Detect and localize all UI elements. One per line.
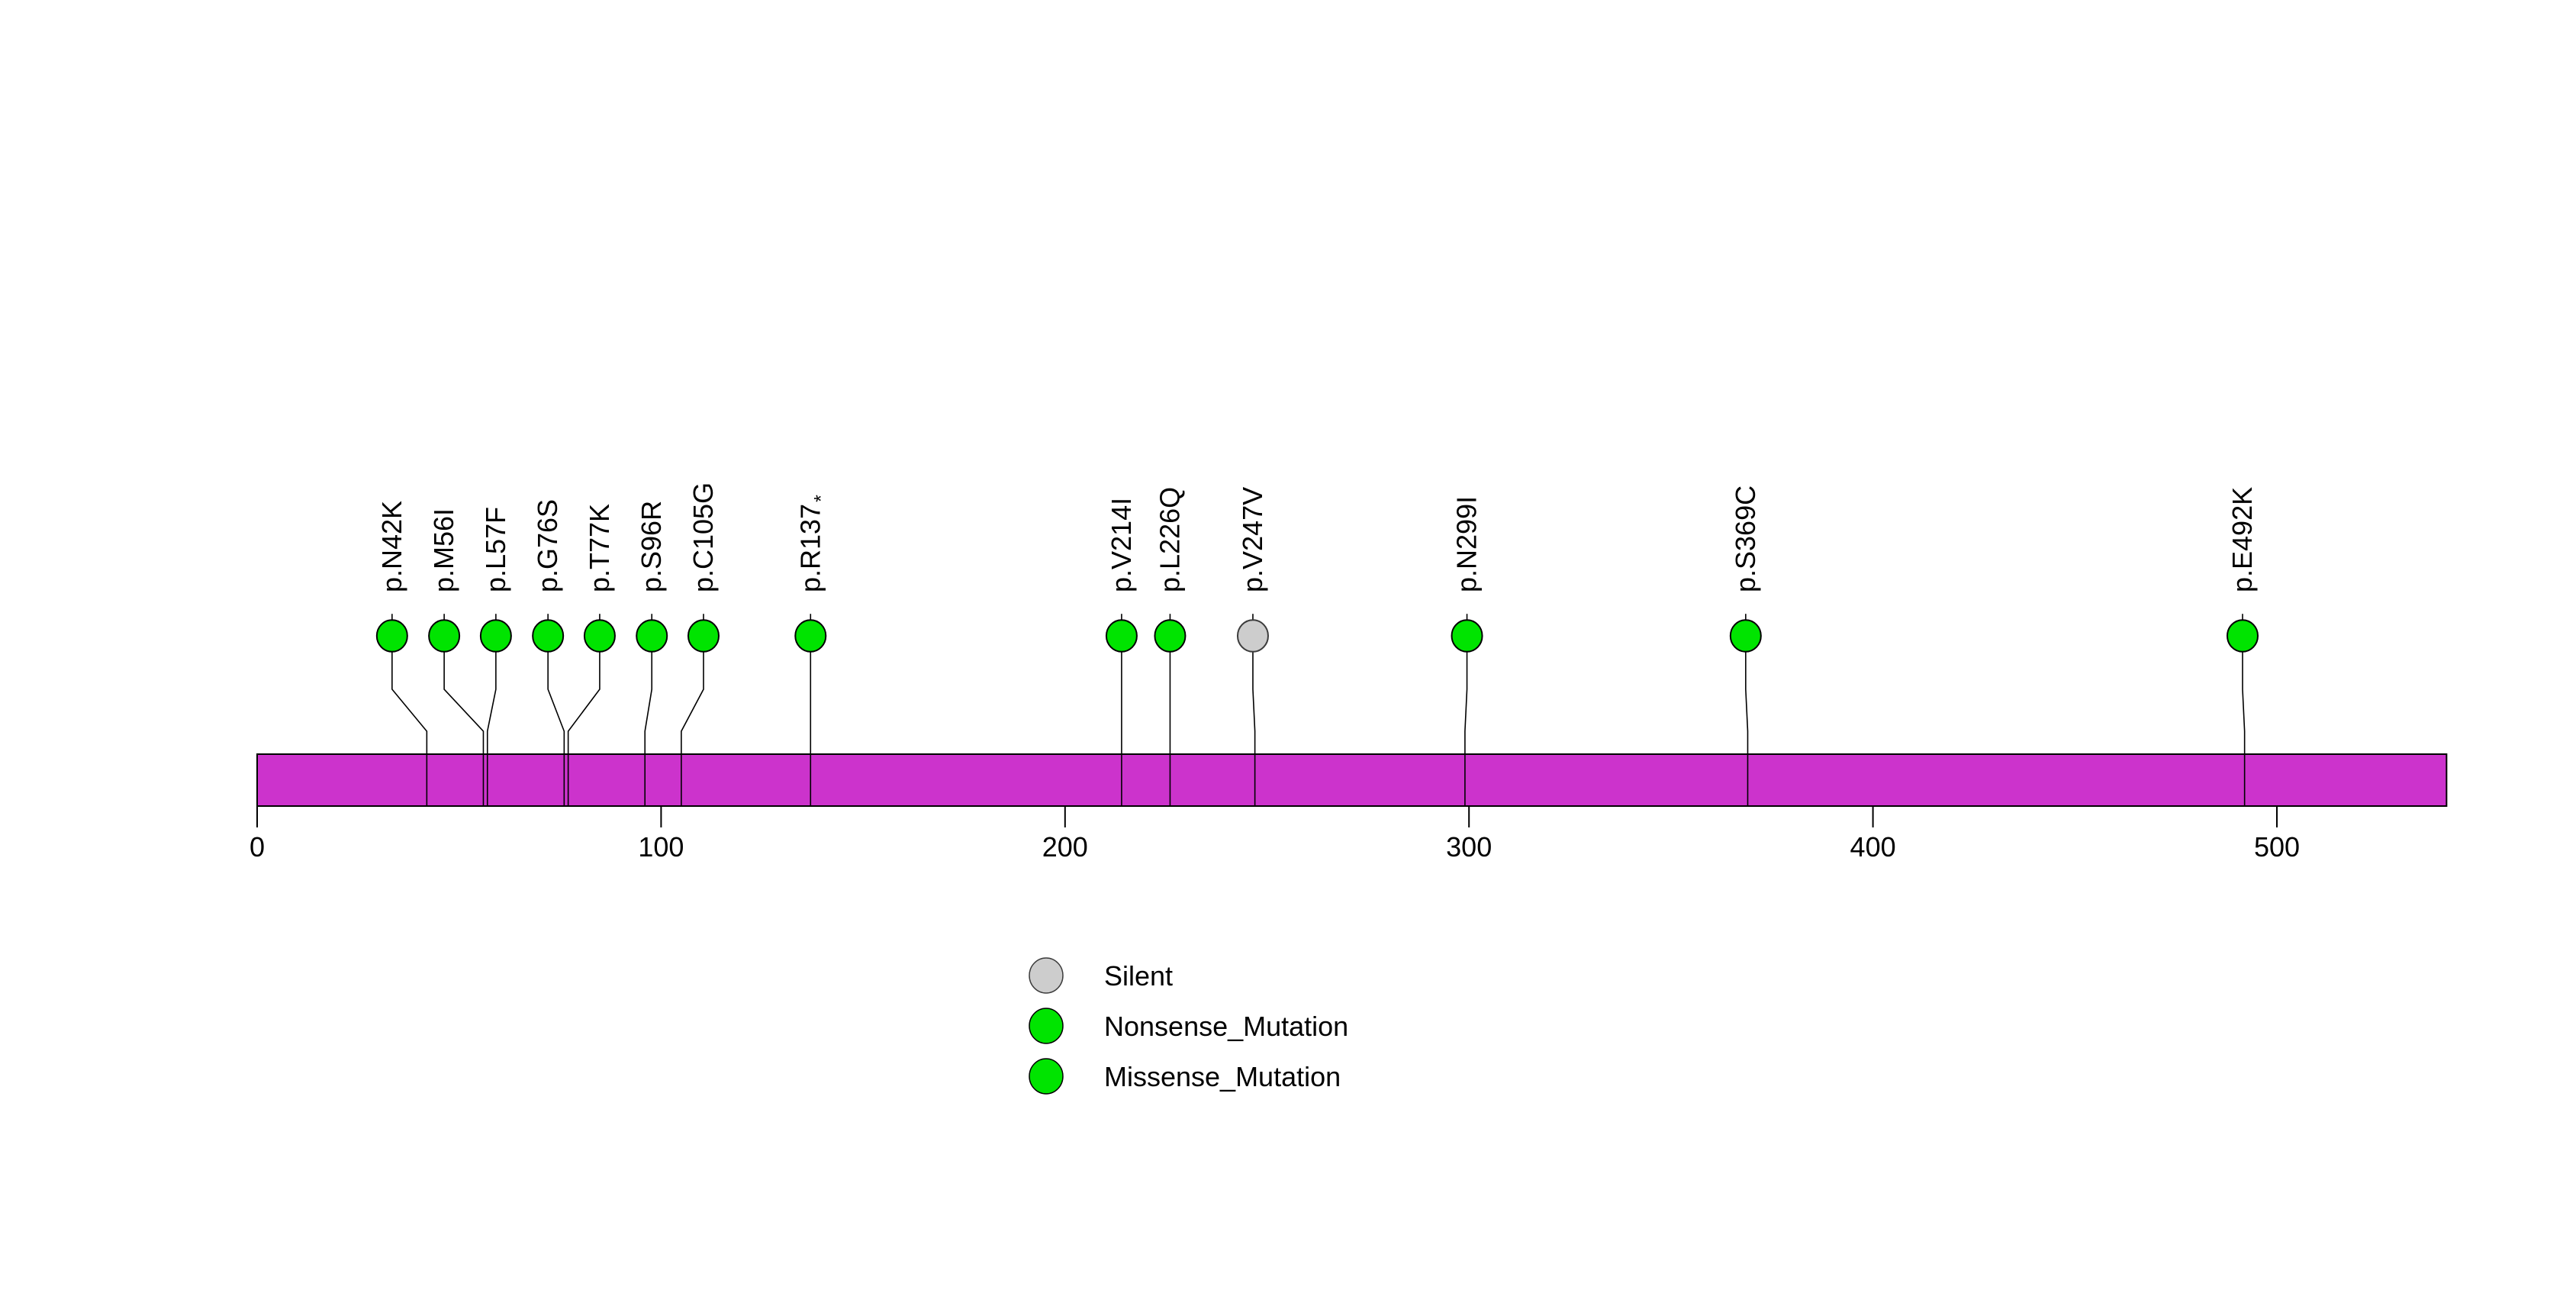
legend-swatch (1029, 1058, 1064, 1095)
mutation-label: p.L57F (480, 507, 511, 592)
axis-tick-label: 0 (250, 831, 265, 863)
mutation-circle (1729, 619, 1762, 653)
axis-tick-label: 500 (2254, 831, 2300, 863)
mutation-label: p.R137* (794, 495, 832, 592)
mutation-stem (567, 651, 601, 806)
lollipop-p.N42K: p.N42K (375, 501, 428, 806)
lollipop-p.V247V: p.V247V (1236, 487, 1269, 806)
mutation-label: p.N42K (376, 501, 407, 592)
mutation-stem (547, 651, 565, 806)
x-axis: 0 100 200 300 400 500 (250, 806, 2300, 863)
mutation-stem (2242, 651, 2246, 806)
lollipop-p.E492K: p.E492K (2227, 487, 2259, 806)
lollipop-p.S96R: p.S96R (636, 501, 668, 806)
mutation-circle (794, 619, 827, 653)
legend-label: Nonsense_Mutation (1104, 1011, 1348, 1042)
legend-swatch (1029, 1008, 1064, 1044)
mutation-circle (1451, 619, 1483, 653)
lollipop-p.N299I: p.N299I (1451, 496, 1483, 806)
mutation-label: p.E492K (2227, 487, 2258, 592)
legend-label: Silent (1104, 960, 1173, 992)
mutation-label: p.S96R (636, 501, 667, 592)
lollipop-p.T77K: p.T77K (567, 504, 616, 806)
mutation-circle (1154, 619, 1187, 653)
mutation-label: p.V214I (1106, 498, 1137, 592)
lollipop-p.L226Q: p.L226Q (1154, 487, 1187, 806)
mutation-circle (636, 619, 668, 653)
mutation-circle (479, 619, 512, 653)
lollipop-p.G76S: p.G76S (532, 499, 565, 806)
lollipop-p.R137: p.R137* (794, 495, 832, 806)
mutation-label: p.T77K (584, 504, 615, 592)
mutation-stem (486, 651, 497, 806)
axis-tick-label: 300 (1446, 831, 1492, 863)
legend-item-Silent: Silent (1029, 957, 1173, 994)
mutation-stem (443, 651, 485, 806)
mutation-stem (681, 651, 704, 806)
mutation-stem (644, 651, 653, 806)
lollipop-p.V214I: p.V214I (1105, 498, 1138, 806)
mutation-label: p.L226Q (1154, 487, 1185, 592)
legend-swatch (1029, 957, 1064, 994)
lollipop-p.S369C: p.S369C (1729, 485, 1762, 806)
legend-item-Missense_Mutation: Missense_Mutation (1029, 1058, 1341, 1095)
mutation-label: p.M56I (428, 508, 459, 592)
mutation-label: p.C105G (687, 482, 719, 592)
lollipop-p.C105G: p.C105G (681, 482, 720, 806)
mutation-circle (687, 619, 720, 653)
mutation-label: p.G76S (532, 499, 563, 592)
mutation-circle (1105, 619, 1138, 653)
mutation-stem (1252, 651, 1256, 806)
legend-label: Missense_Mutation (1104, 1061, 1341, 1092)
mutation-label: p.S369C (1730, 485, 1761, 592)
mutation-circle (2227, 619, 2259, 653)
mutation-circle (1236, 619, 1269, 653)
lollipop-p.L57F: p.L57F (479, 507, 512, 806)
mutation-circle (428, 619, 461, 653)
axis-tick-label: 100 (638, 831, 684, 863)
mutation-stem (1745, 651, 1749, 806)
lollipop-p.M56I: p.M56I (428, 508, 485, 806)
mutation-circle (583, 619, 616, 653)
mutation-label: p.V247V (1237, 487, 1268, 592)
nonsense-star: * (810, 495, 832, 502)
mutation-circle (375, 619, 408, 653)
axis-tick-label: 200 (1042, 831, 1088, 863)
mutation-stem (391, 651, 428, 806)
mutation-stem (1464, 651, 1468, 806)
axis-tick-label: 400 (1850, 831, 1896, 863)
legend-item-Nonsense_Mutation: Nonsense_Mutation (1029, 1008, 1348, 1044)
mutation-circle (532, 619, 565, 653)
mutation-label: p.N299I (1451, 496, 1483, 592)
protein-bar (256, 753, 2448, 807)
